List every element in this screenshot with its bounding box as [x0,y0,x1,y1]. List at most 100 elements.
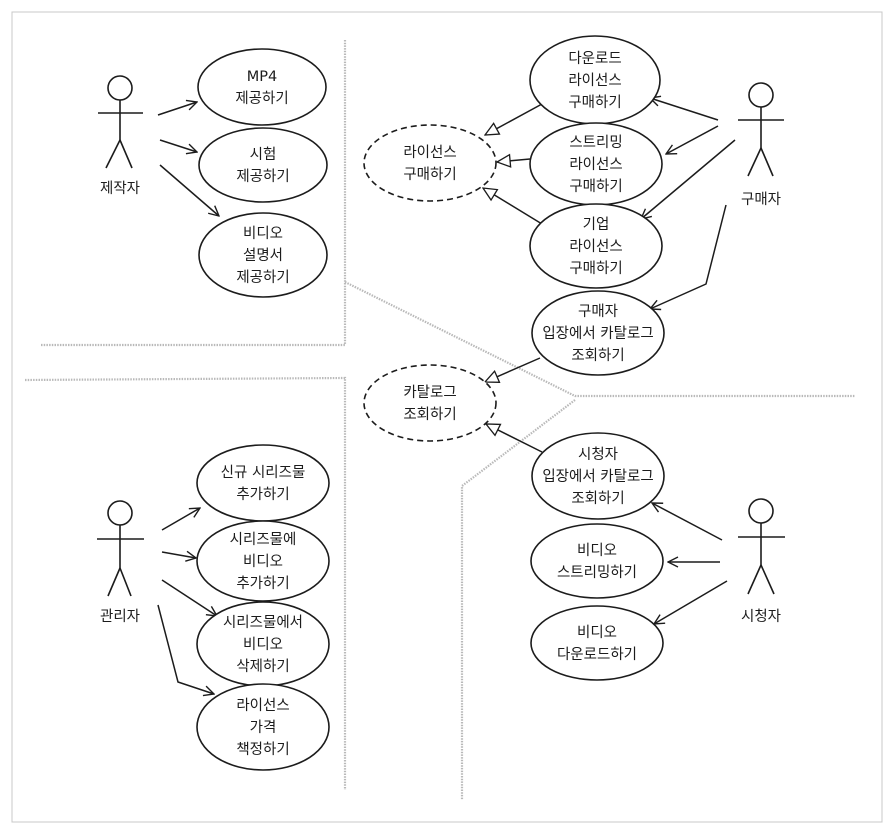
admin-region-divider [24,376,347,790]
gen-enterprise-to-license [483,188,543,225]
usecase-streaming-license-label-2: 라이선스 [569,156,622,173]
buyer-region-divider [344,281,855,398]
buyer-actor-label: 구매자 [741,191,781,208]
usecase-buyer-catalog-ellipse [531,290,665,376]
usecase-new-series-ellipse [196,444,330,522]
usecase-catalog-abstract-label-2: 조회하기 [403,406,456,423]
usecase-enterprise-license-label-1: 기업 [583,216,610,233]
usecase-manual-label-1: 비디오 [243,225,283,242]
usecase-delete-video-label-2: 비디오 [243,636,283,653]
usecase-manual-label-3: 제공하기 [236,269,289,286]
usecase-video-streaming-ellipse [530,523,664,599]
gen-viewer-catalog-to-catalog [486,424,543,453]
usecase-mp4-ellipse [197,48,327,126]
usecase-download-license-label-3: 구매하기 [568,94,621,111]
usecase-enterprise-license-label-2: 라이선스 [569,238,622,255]
viewer-actor-icon [738,498,785,595]
usecase-add-video-label-1: 시리즈물에 [230,531,297,548]
usecase-license-abstract-label-1: 라이선스 [403,144,456,161]
usecase-add-video-ellipse [196,520,330,602]
usecase-download-license-label-2: 라이선스 [568,72,621,89]
usecase-trial-label-1: 시험 [250,146,277,163]
usecase-new-series-label-2: 추가하기 [236,486,289,503]
usecase-delete-video-label-3: 삭제하기 [236,658,289,675]
gen-streaming-to-license [497,159,531,162]
assoc-viewer-catalog [652,503,723,541]
viewer-actor-label: 시청자 [741,608,781,625]
page-frame [11,11,883,823]
usecase-viewer-catalog-ellipse [531,432,665,520]
usecase-mp4-label-2: 제공하기 [235,90,288,107]
usecase-viewer-catalog-label-3: 조회하기 [571,490,624,507]
admin-actor-icon [97,500,144,597]
usecase-video-download-ellipse [530,605,664,681]
assoc-buyer-enterprise [641,139,736,219]
producer-actor-label: 제작자 [100,180,140,197]
usecase-download-license-label-1: 다운로드 [568,50,621,67]
assoc-admin-new-series [161,508,200,531]
use-cases: MP4제공하기시험제공하기비디오설명서제공하기라이선스구매하기다운로드라이선스구… [196,35,665,771]
usecase-video-streaming-label-2: 스트리밍하기 [557,564,637,581]
producer-region-divider [40,40,347,347]
usecase-video-download-label-1: 비디오 [577,624,617,641]
generalizations [483,103,543,453]
usecase-pricing-ellipse [196,683,330,771]
assoc-producer-trial [159,139,197,152]
assoc-producer-mp4 [157,102,197,116]
usecase-buyer-catalog-label-3: 조회하기 [571,347,624,364]
assoc-buyer-catalog [650,204,727,309]
usecase-delete-video-label-1: 시리즈물에서 [223,614,303,631]
usecase-streaming-license-label-1: 스트리밍 [569,134,622,151]
usecase-video-streaming-label-1: 비디오 [577,542,617,559]
usecase-license-abstract-ellipse [363,124,497,202]
usecase-viewer-catalog-label-1: 시청자 [578,446,618,463]
usecase-new-series-label-1: 신규 시리즈물 [221,464,306,481]
usecase-pricing-label-1: 라이선스 [236,697,289,714]
usecase-manual-label-2: 설명서 [243,247,283,264]
usecase-trial-label-2: 제공하기 [236,168,289,185]
usecase-license-abstract-label-2: 구매하기 [403,166,456,183]
usecase-trial-ellipse [198,127,328,203]
usecase-manual-ellipse [198,212,328,298]
assoc-admin-pricing [157,604,214,694]
usecase-mp4-label-1: MP4 [247,69,277,85]
usecase-enterprise-license-label-3: 구매하기 [569,260,622,277]
usecase-buyer-catalog-label-2: 입장에서 카탈로그 [542,325,653,342]
usecase-add-video-label-3: 추가하기 [236,575,289,592]
usecase-video-download-label-2: 다운로드하기 [557,646,637,663]
usecase-pricing-label-2: 가격 [250,719,277,736]
assoc-admin-delete-video [161,579,217,616]
gen-buyer-catalog-to-catalog [485,357,541,382]
usecase-enterprise-license-ellipse [529,203,663,289]
usecase-buyer-catalog-label-1: 구매자 [578,303,618,320]
viewer-region-divider [460,399,576,800]
associations [157,98,736,694]
usecase-pricing-label-3: 책정하기 [236,741,289,758]
assoc-admin-add-video [161,552,196,558]
buyer-actor-icon [738,82,784,177]
assoc-buyer-download [650,98,719,121]
assoc-producer-manual [159,164,219,216]
usecase-catalog-abstract-label-1: 카탈로그 [403,384,456,401]
assoc-buyer-streaming [666,125,719,154]
usecase-viewer-catalog-label-2: 입장에서 카탈로그 [542,468,653,485]
assoc-viewer-download [654,580,728,624]
usecase-catalog-abstract-ellipse [363,364,497,442]
